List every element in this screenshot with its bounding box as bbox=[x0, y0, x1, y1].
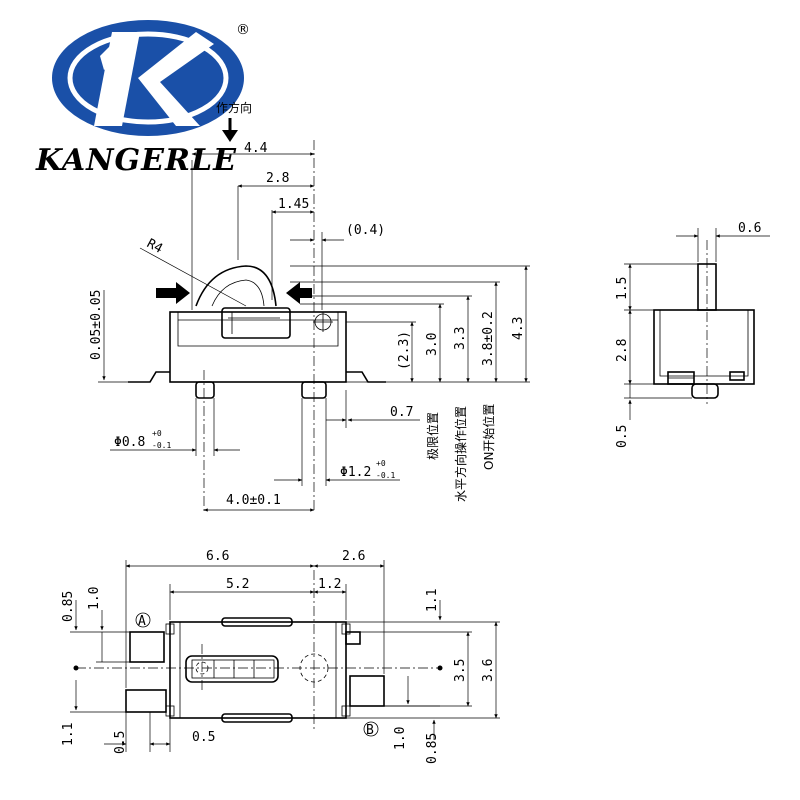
dim-width-total: 4.4 bbox=[244, 141, 268, 156]
dim-bottom-right-a: 1.0 bbox=[393, 727, 408, 750]
front-view: 作方向 bbox=[89, 100, 530, 512]
brand-name: KANGERLE bbox=[35, 143, 237, 178]
position-horizontal-label: 水平方向操作位置 bbox=[453, 406, 468, 502]
dim-pin-spacing: 0.7 bbox=[390, 405, 413, 420]
marker-b: B bbox=[366, 723, 374, 738]
dim-pin-diameter-large-tol-lower: -0.1 bbox=[376, 471, 395, 480]
dim-pin-diameter-small-tol-lower: -0.1 bbox=[152, 441, 171, 450]
bottom-view: A B 6.6 2.6 5.2 1.2 0.85 1.0 1.1 bbox=[61, 549, 500, 764]
dim-width-inner: 1.45 bbox=[278, 197, 309, 212]
dim-body-height: 2.8 bbox=[615, 339, 630, 362]
dim-pin-diameter-large-tol-upper: +0 bbox=[376, 459, 386, 468]
dim-gap: (0.4) bbox=[346, 223, 385, 238]
push-left-arrow-icon bbox=[286, 282, 312, 304]
dim-top-left-a: 0.85 bbox=[61, 591, 76, 622]
push-right-arrow-icon bbox=[156, 282, 190, 304]
logo-inner-ring bbox=[67, 31, 229, 125]
dim-h-limit: (2.3) bbox=[397, 331, 412, 370]
dim-width-mid: 2.8 bbox=[266, 171, 289, 186]
logo-k-glyph-icon bbox=[94, 32, 214, 126]
dim-h-on: 3.3 bbox=[453, 327, 468, 350]
dim-height-outer: 3.6 bbox=[481, 659, 496, 682]
side-view: 0.6 1.5 2.8 0.5 bbox=[615, 221, 770, 448]
dim-bottom-left-b: 0.5 bbox=[113, 731, 128, 754]
dim-bottom-right-b: 0.85 bbox=[425, 733, 440, 764]
dim-top-left-b: 1.0 bbox=[87, 587, 102, 610]
dim-actuator-width: 0.6 bbox=[738, 221, 761, 236]
dim-right-extent: 2.6 bbox=[342, 549, 365, 564]
dim-pin-pitch: 4.0±0.1 bbox=[226, 493, 281, 508]
dim-terminal-width: 1.2 bbox=[318, 577, 341, 592]
dim-left-offset: 0.05±0.05 bbox=[89, 290, 104, 360]
dim-pin-diameter-large: Φ1.2 bbox=[340, 465, 371, 480]
down-arrow-icon bbox=[222, 118, 238, 142]
brand-logo: ® KANGERLE bbox=[35, 20, 250, 178]
dim-pin-height: 0.5 bbox=[615, 425, 630, 448]
dim-pin-diameter-small-tol-upper: +0 bbox=[152, 429, 162, 438]
operation-direction-label: 作方向 bbox=[216, 100, 252, 115]
dim-actuator-height: 1.5 bbox=[615, 277, 630, 300]
dim-radius: R4 bbox=[144, 236, 165, 257]
dim-bottom-left-a: 1.1 bbox=[61, 723, 76, 746]
center-dot-left-icon bbox=[73, 665, 79, 671]
dim-right-top: 1.1 bbox=[425, 589, 440, 612]
dim-height-inner: 3.5 bbox=[453, 659, 468, 682]
dim-body-length: 5.2 bbox=[226, 577, 249, 592]
registered-mark: ® bbox=[236, 22, 250, 38]
position-limit-label: 极限位置 bbox=[425, 412, 440, 460]
dim-h-horizontal: 3.0 bbox=[425, 333, 440, 356]
dim-h-total: 4.3 bbox=[511, 317, 526, 340]
marker-a: A bbox=[138, 614, 146, 629]
position-on-start-label: ON开始位置 bbox=[481, 404, 496, 470]
center-dot-right-icon bbox=[437, 665, 443, 671]
dim-h-body: 3.8±0.2 bbox=[481, 311, 496, 366]
dim-bottom-mid: 0.5 bbox=[192, 730, 215, 745]
dim-pin-diameter-small: Φ0.8 bbox=[114, 435, 145, 450]
dim-length-total: 6.6 bbox=[206, 549, 229, 564]
